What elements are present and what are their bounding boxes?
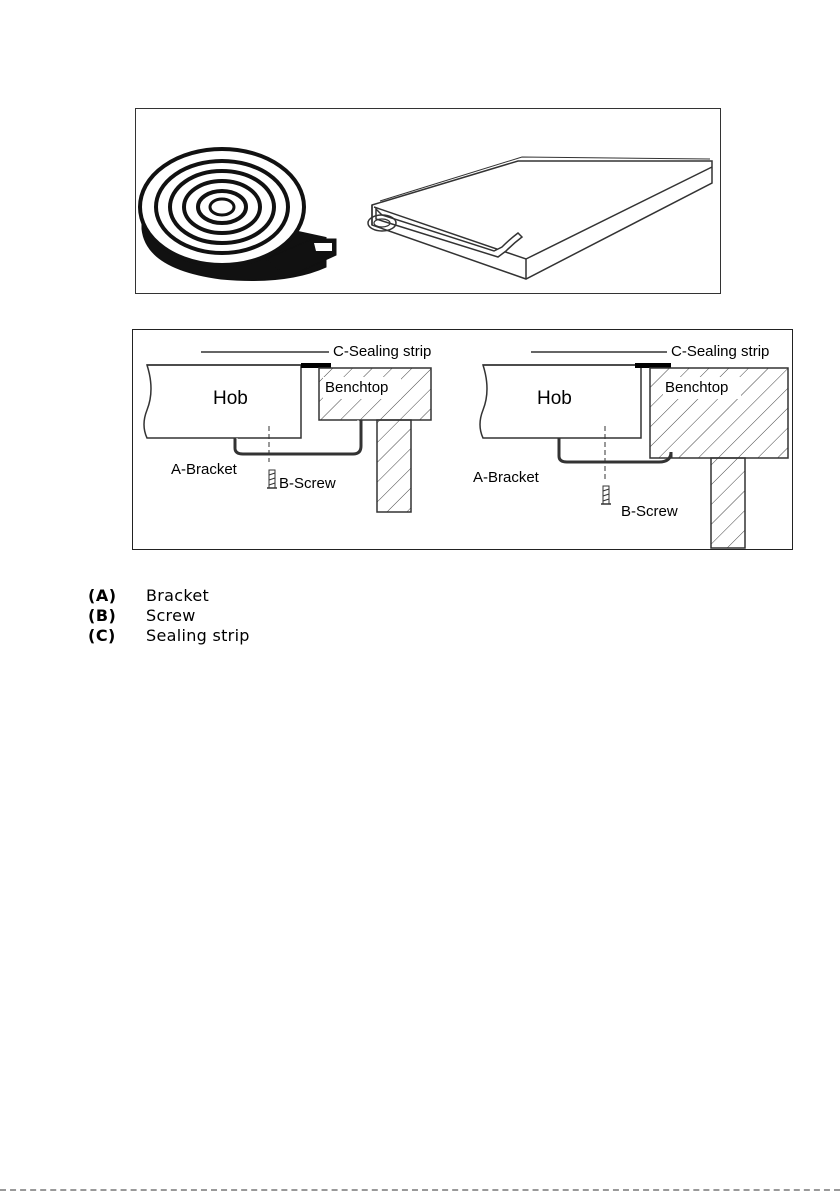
sealing-strip-illustration (136, 109, 722, 295)
roll-core (210, 199, 234, 215)
left-sealing-label: C-Sealing strip (333, 343, 431, 360)
left-section: Hob C-Sealing strip Benchtop A-Bracket B… (144, 343, 431, 512)
legend-item: (A) Bracket (88, 586, 250, 606)
left-benchtop-label: Benchtop (325, 379, 388, 396)
right-screw-label: B-Screw (621, 503, 678, 520)
legend-item: (C) Sealing strip (88, 626, 250, 646)
legend-text: Sealing strip (146, 626, 250, 646)
legend-key: (C) (88, 626, 146, 646)
right-hob-label: Hob (537, 388, 572, 409)
left-screw-icon (267, 470, 277, 488)
left-screw-label: B-Screw (279, 475, 336, 492)
legend-text: Screw (146, 606, 196, 626)
legend-item: (B) Screw (88, 606, 250, 626)
right-bracket-label: A-Bracket (473, 469, 540, 486)
left-cabinet-side (377, 420, 411, 512)
sealing-strip-figure (135, 108, 721, 294)
right-benchtop-label: Benchtop (665, 379, 728, 396)
installation-section-figure: Hob C-Sealing strip Benchtop A-Bracket B… (132, 329, 793, 550)
left-bracket-label: A-Bracket (171, 461, 238, 478)
page-bottom-edge (0, 1189, 840, 1191)
right-cabinet-side (711, 458, 745, 548)
legend-text: Bracket (146, 586, 209, 606)
right-screw-icon (601, 486, 611, 504)
legend-key: (B) (88, 606, 146, 626)
right-section: Hob C-Sealing strip Benchtop A-Bracket B… (473, 343, 788, 548)
left-hob-label: Hob (213, 388, 248, 409)
right-sealing-label: C-Sealing strip (671, 343, 769, 360)
benchtop-slab (372, 157, 712, 279)
parts-legend: (A) Bracket (B) Screw (C) Sealing strip (88, 586, 250, 646)
installation-section-illustration: Hob C-Sealing strip Benchtop A-Bracket B… (133, 330, 794, 551)
legend-key: (A) (88, 586, 146, 606)
